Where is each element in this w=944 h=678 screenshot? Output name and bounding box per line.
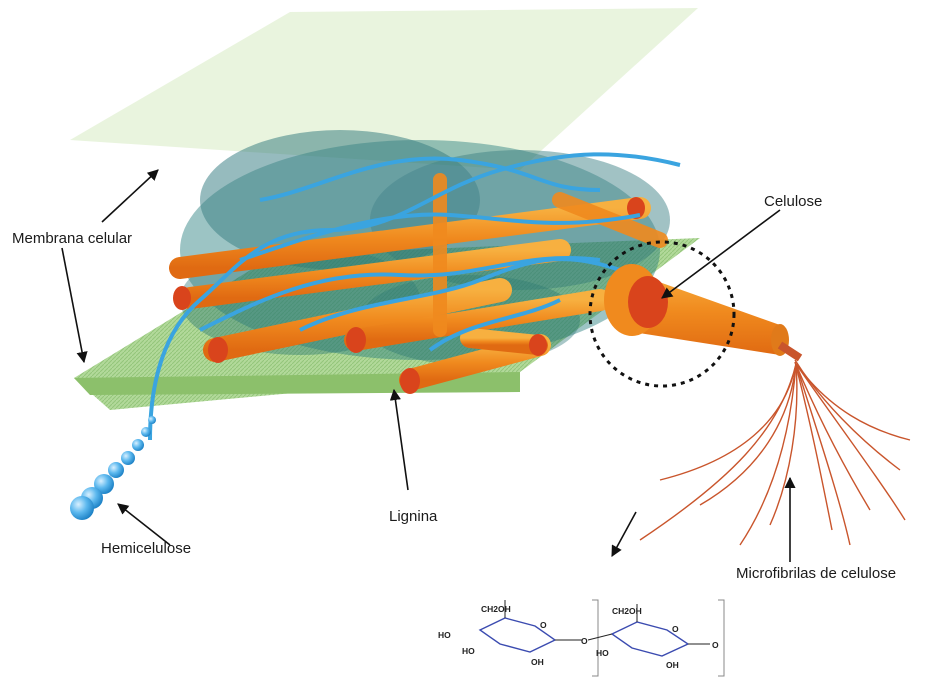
chem-label-11: O xyxy=(712,640,719,650)
hemicellulose-beads xyxy=(70,416,156,520)
lignin-label: Lignina xyxy=(389,508,437,525)
chem-label-5: O xyxy=(540,620,547,630)
chem-label-2: HO xyxy=(438,630,451,640)
microfibrils xyxy=(640,360,910,545)
chem-label-1: CH2OH xyxy=(481,604,511,614)
chem-label-8: HO xyxy=(596,648,609,658)
cellulose-fiber-front xyxy=(604,264,800,358)
chem-label-6: O xyxy=(581,636,588,646)
chem-label-4: OH xyxy=(531,657,544,667)
cellobiose-structure: CH2OH HO HO OH O O CH2OH HO OH O O xyxy=(438,600,724,676)
membrane-label: Membrana celular xyxy=(12,230,132,247)
chem-label-9: OH xyxy=(666,660,679,670)
chem-label-7: CH2OH xyxy=(612,606,642,616)
chem-label-3: HO xyxy=(462,646,475,656)
microfibrils-label: Microfibrilas de celulose xyxy=(736,565,896,582)
cellulose-label: Celulose xyxy=(764,193,822,210)
chem-label-10: O xyxy=(672,624,679,634)
hemicellulose-label: Hemicelulose xyxy=(101,540,191,557)
